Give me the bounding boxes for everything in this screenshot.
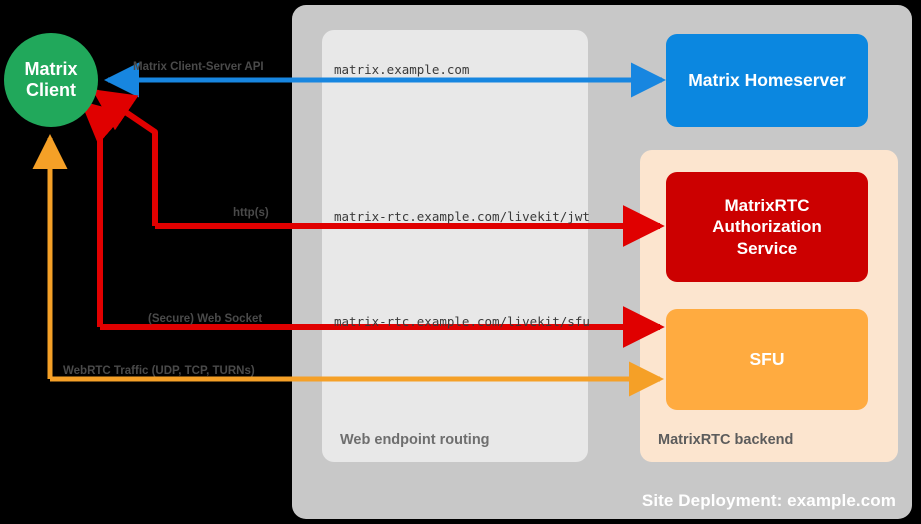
edge-label-http: http(s) [233,207,269,219]
node-matrix-homeserver[interactable]: Matrix Homeserver [666,34,868,127]
node-matrixrtc-authorization-service[interactable]: MatrixRTC Authorization Service [666,172,868,282]
edge-jwt [92,89,665,247]
web-endpoint-routing-label: Web endpoint routing [340,432,490,448]
auth-service-line1: MatrixRTC [724,196,810,216]
edge-webrtc [32,133,665,397]
matrix-homeserver-label: Matrix Homeserver [688,69,846,90]
matrixrtc-backend-label: MatrixRTC backend [658,432,794,448]
edge-websocket [80,100,665,348]
web-endpoint-routing-container: Web endpoint routing [322,30,588,462]
sfu-label: SFU [749,348,785,369]
site-deployment-label: Site Deployment: example.com [641,491,896,510]
node-sfu[interactable]: SFU [666,309,868,410]
auth-service-line2: Authorization [712,217,822,237]
endpoint-livekit-sfu: matrix-rtc.example.com/livekit/sfu [334,314,590,329]
edge-label-client-server-api: Matrix Client-Server API [133,61,264,73]
edge-label-websocket: (Secure) Web Socket [148,313,263,325]
node-matrix-client[interactable]: Matrix Client [4,33,98,127]
matrix-client-line2: Client [25,80,76,100]
edge-label-webrtc: WebRTC Traffic (UDP, TCP, TURNs) [63,365,255,377]
endpoint-matrix-example-com: matrix.example.com [334,62,470,77]
auth-service-line3: Service [736,238,798,258]
matrix-client-line1: Matrix [24,58,78,79]
endpoint-livekit-jwt: matrix-rtc.example.com/livekit/jwt [334,209,590,224]
